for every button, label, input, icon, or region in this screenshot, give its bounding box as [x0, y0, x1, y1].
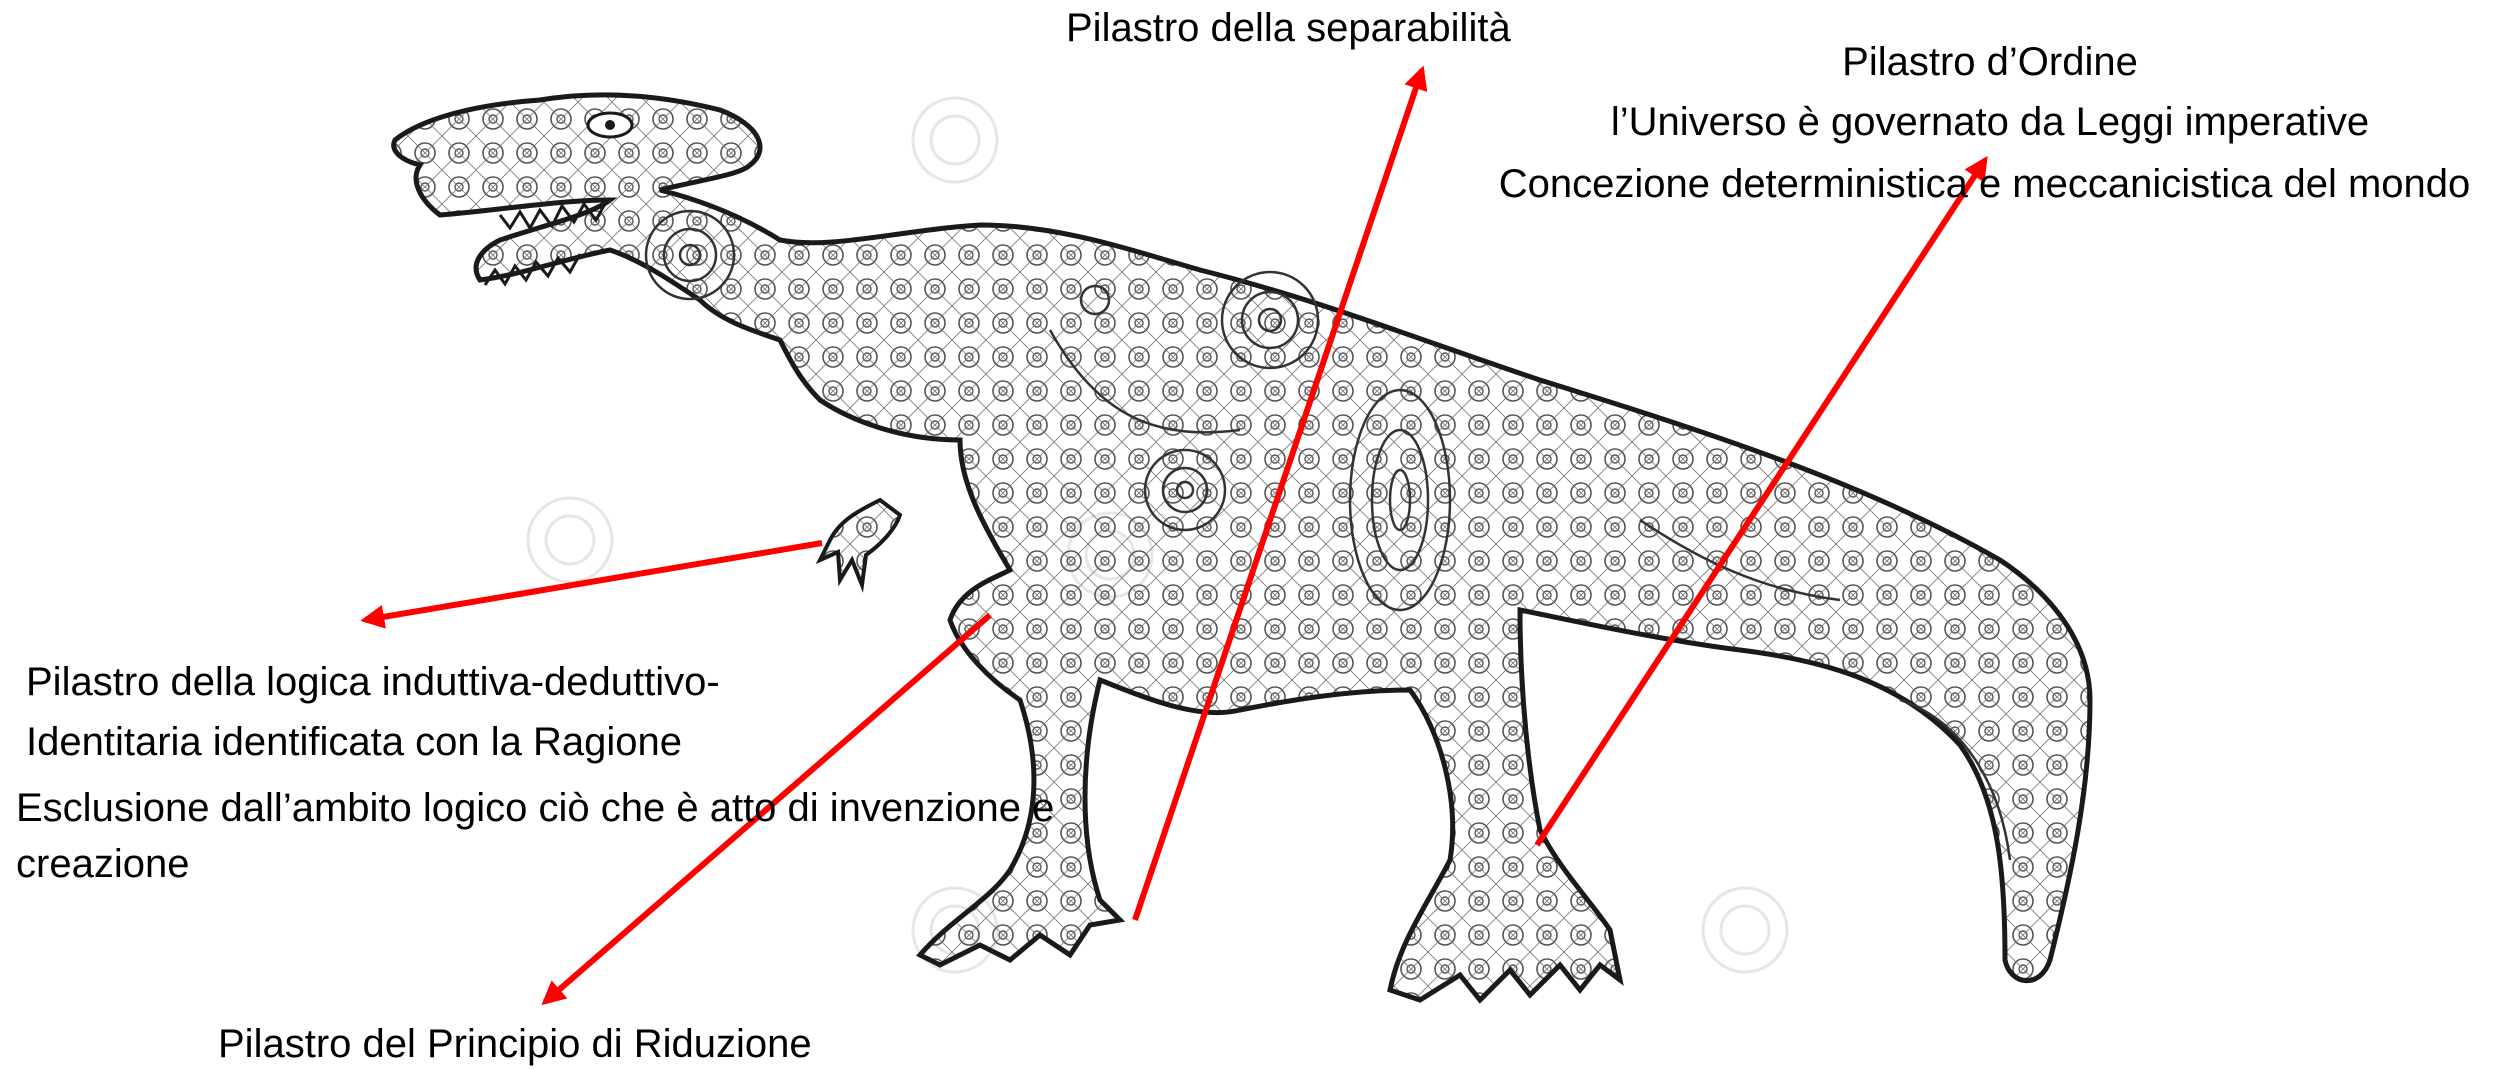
- label-logic-line4: creazione: [16, 840, 189, 888]
- dinosaur-arm: [820, 500, 900, 585]
- dinosaur-illustration: [394, 95, 2090, 1000]
- dinosaur-body-outline: [394, 95, 2090, 1000]
- arrow-logic: [365, 543, 822, 620]
- label-logic-line2: Identitaria identificata con la Ragione: [26, 718, 682, 766]
- label-separability: Pilastro della separabilità: [1066, 4, 1511, 52]
- label-order-line2: Concezione deterministica e meccanicisti…: [1450, 160, 2519, 208]
- label-order-line1: l’Universo è governato da Leggi imperati…: [1450, 98, 2519, 146]
- label-order-title: Pilastro d’Ordine: [1450, 38, 2519, 86]
- label-logic-line1: Pilastro della logica induttiva-deduttiv…: [26, 658, 720, 706]
- label-logic-line3: Esclusione dall’ambito logico ciò che è …: [16, 784, 1054, 832]
- label-reduction: Pilastro del Principio di Riduzione: [218, 1020, 812, 1068]
